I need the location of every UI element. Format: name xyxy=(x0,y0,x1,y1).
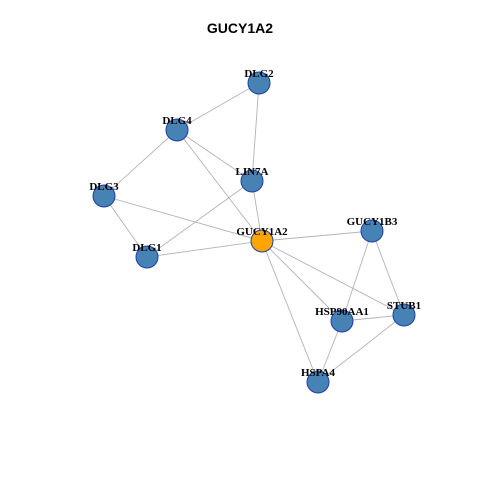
edge-gucy1b3-hsp90aa1 xyxy=(341,230,373,322)
edge-dlg3-dlg1 xyxy=(103,195,148,258)
node-label-hsp90aa1: HSP90AA1 xyxy=(315,306,369,318)
edge-gucy1b3-stub1 xyxy=(371,230,405,316)
edge-gucy1a2-hsp90aa1 xyxy=(261,240,343,322)
node-label-dlg4: DLG4 xyxy=(162,115,192,127)
node-gucy1a2 xyxy=(250,229,274,253)
node-hsp90aa1 xyxy=(330,309,354,333)
node-dlg3 xyxy=(92,184,116,208)
node-dlg2 xyxy=(247,71,271,95)
node-label-dlg2: DLG2 xyxy=(244,68,274,80)
edge-gucy1a2-gucy1b3 xyxy=(261,230,373,242)
chart-title: GUCY1A2 xyxy=(206,20,274,36)
edge-dlg4-gucy1a2 xyxy=(176,129,263,242)
edge-dlg1-gucy1a2 xyxy=(146,240,263,258)
edge-dlg3-gucy1a2 xyxy=(103,195,263,242)
edge-gucy1a2-hspa4 xyxy=(261,240,319,383)
node-gucy1b3 xyxy=(360,219,384,243)
edge-stub1-hspa4 xyxy=(317,314,405,383)
node-dlg4 xyxy=(165,118,189,142)
edge-dlg2-lin7a xyxy=(251,82,260,182)
edge-dlg4-dlg3 xyxy=(103,129,178,197)
node-label-gucy1a2: GUCY1A2 xyxy=(236,226,288,238)
node-label-hspa4: HSPA4 xyxy=(301,367,336,379)
edge-gucy1a2-stub1 xyxy=(261,240,405,316)
node-label-gucy1b3: GUCY1B3 xyxy=(347,216,398,228)
node-hspa4 xyxy=(306,370,330,394)
edge-dlg4-lin7a xyxy=(176,129,253,182)
node-lin7a xyxy=(240,169,264,193)
edge-layer xyxy=(103,82,405,383)
node-label-lin7a: LIN7A xyxy=(235,166,268,178)
node-stub1 xyxy=(392,303,416,327)
edge-lin7a-dlg1 xyxy=(146,180,253,258)
node-label-stub1: STUB1 xyxy=(387,300,421,312)
node-label-dlg1: DLG1 xyxy=(132,242,161,254)
node-layer xyxy=(92,71,416,394)
edge-dlg2-dlg4 xyxy=(176,82,260,131)
node-dlg1 xyxy=(135,245,159,269)
node-label-dlg3: DLG3 xyxy=(89,181,119,193)
